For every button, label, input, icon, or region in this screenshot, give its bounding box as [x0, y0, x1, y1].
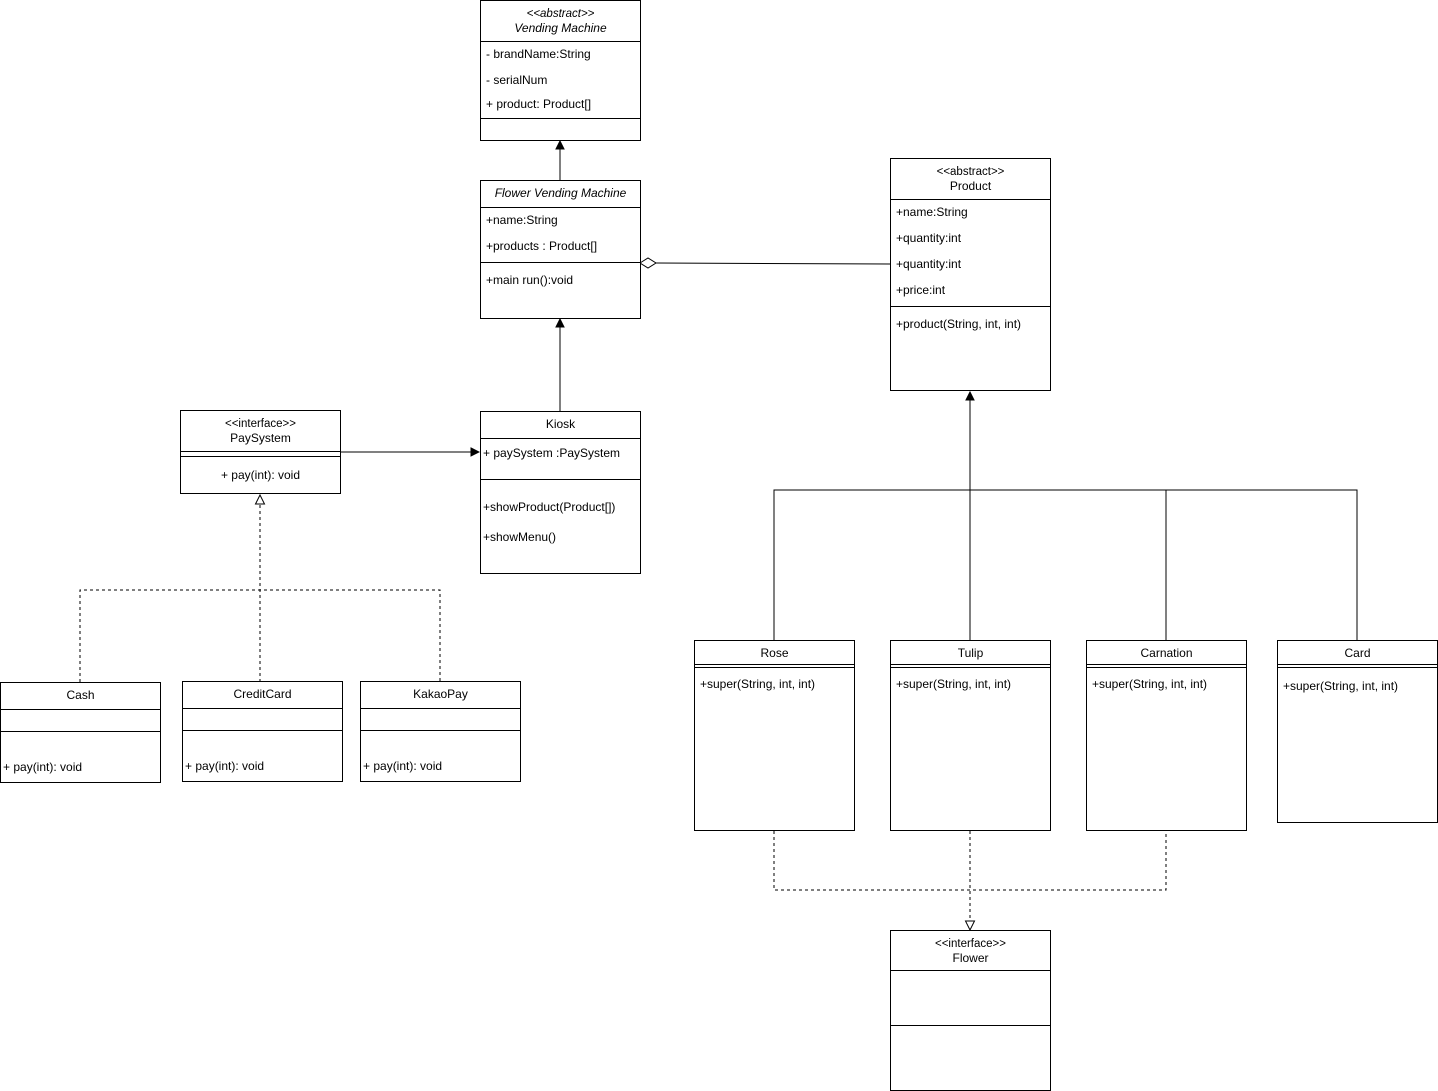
class-name: Product: [949, 179, 992, 193]
class-name: Vending Machine: [514, 21, 607, 35]
method: +super(String, int, int): [1283, 679, 1399, 693]
link-payment-realization: [79, 493, 441, 682]
method: +super(String, int, int): [700, 677, 816, 691]
class-pay-system[interactable]: <<interface>> PaySystem + pay(int): void: [180, 410, 341, 494]
attribute: - serialNum: [486, 73, 548, 87]
class-cash[interactable]: Cash + pay(int): void: [0, 682, 161, 783]
method: +product(String, int, int): [896, 317, 1022, 331]
class-card[interactable]: Card +super(String, int, int): [1277, 640, 1438, 823]
class-name: Tulip: [957, 646, 984, 660]
method: +super(String, int, int): [1092, 677, 1208, 691]
class-name: Flower Vending Machine: [494, 186, 627, 200]
class-tulip[interactable]: Tulip +super(String, int, int): [890, 640, 1051, 831]
class-flower[interactable]: <<interface>> Flower: [890, 930, 1051, 1091]
method: +showProduct(Product[]): [483, 500, 616, 514]
method: + pay(int): void: [3, 760, 83, 774]
attribute: +name:String: [486, 213, 558, 227]
class-product[interactable]: <<abstract>> Product +name:String +quant…: [890, 158, 1051, 391]
class-kakao-pay[interactable]: KakaoPay + pay(int): void: [360, 681, 521, 782]
attribute: + paySystem :PaySystem: [483, 446, 621, 460]
class-name: Flower: [952, 951, 989, 965]
attribute: +name:String: [896, 205, 968, 219]
method: +super(String, int, int): [896, 677, 1012, 691]
class-rose[interactable]: Rose +super(String, int, int): [694, 640, 855, 831]
attribute: +products : Product[]: [486, 239, 598, 253]
class-name: CreditCard: [233, 687, 292, 701]
class-name: PaySystem: [230, 431, 291, 445]
class-name: Card: [1344, 646, 1371, 660]
aggregation-diamond: [639, 257, 657, 269]
method: +showMenu(): [483, 530, 557, 544]
class-vending-machine[interactable]: <<abstract>> Vending Machine - brandName…: [480, 0, 641, 141]
method: + pay(int): void: [363, 759, 443, 773]
attribute: + product: Product[]: [486, 97, 592, 111]
stereotype-label: <<abstract>>: [936, 166, 1005, 178]
class-flower-vending-machine[interactable]: Flower Vending Machine +name:String +pro…: [480, 180, 641, 319]
link-product-inheritance: [773, 392, 1358, 640]
attribute: +quantity:int: [896, 257, 962, 271]
attribute: - brandName:String: [486, 47, 591, 61]
class-name: Kiosk: [545, 417, 576, 431]
class-carnation[interactable]: Carnation +super(String, int, int): [1086, 640, 1247, 831]
class-credit-card[interactable]: CreditCard + pay(int): void: [182, 681, 343, 782]
class-name: Cash: [66, 688, 95, 702]
stereotype-label: <<interface>>: [935, 938, 1006, 950]
stereotype-label: <<abstract>>: [526, 8, 595, 20]
attribute: +price:int: [896, 283, 946, 297]
link-flower-realization: [773, 831, 1167, 932]
method: +main run():void: [486, 273, 574, 287]
class-name: Carnation: [1140, 646, 1193, 660]
stereotype-label: <<interface>>: [225, 418, 296, 430]
class-name: Rose: [760, 646, 789, 660]
class-kiosk[interactable]: Kiosk + paySystem :PaySystem +showProduc…: [480, 411, 641, 574]
attribute: +quantity:int: [896, 231, 962, 245]
link-aggregation-product: [655, 262, 891, 265]
class-name: KakaoPay: [413, 687, 468, 701]
method: + pay(int): void: [185, 759, 265, 773]
method: + pay(int): void: [220, 468, 301, 482]
